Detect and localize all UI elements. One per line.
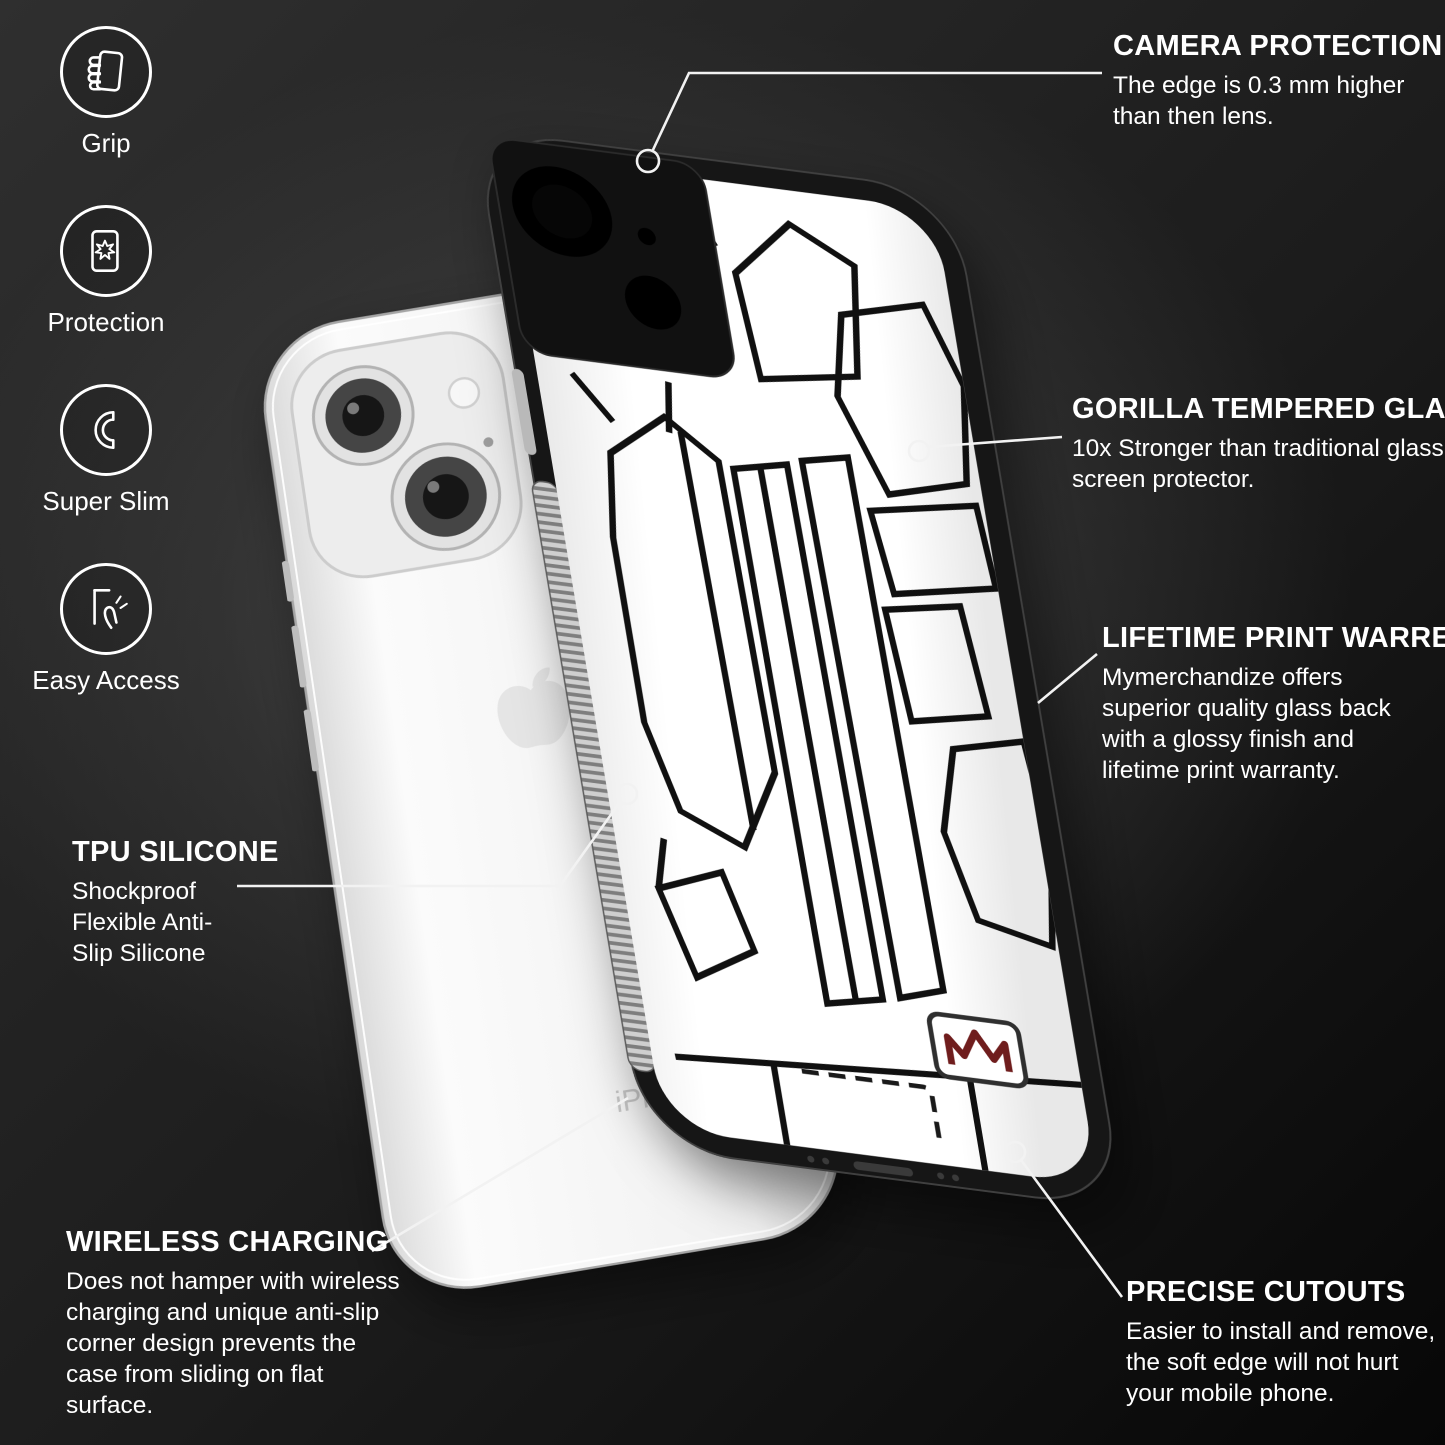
callout-precise-cutouts: PRECISE CUTOUTS Easier to install and re…: [1126, 1276, 1436, 1409]
apple-logo: [497, 667, 570, 749]
callout-body: Easier to install and remove, the soft e…: [1126, 1318, 1436, 1408]
callout-camera-protection: CAMERA PROTECTION The edge is 0.3 mm hig…: [1113, 30, 1443, 132]
mosaic-pattern: [499, 153, 1099, 1186]
callout-wireless-charging: WIRELESS CHARGING Does not hamper with w…: [66, 1226, 411, 1422]
feature-protection: Protection: [18, 205, 194, 338]
grip-icon: [60, 26, 152, 118]
m-logo: [943, 1029, 1013, 1073]
callout-gorilla-tempered-glass: GORILLA TEMPERED GLASS 10x Stronger than…: [1072, 393, 1445, 495]
feature-label-easy-access: Easy Access: [32, 665, 180, 695]
camera-hole-small: [624, 275, 682, 330]
camera-cutout-plate: [490, 138, 735, 378]
callout-body: Does not hamper with wireless charging a…: [66, 1268, 400, 1420]
feature-label-super-slim: Super Slim: [42, 486, 170, 516]
easy-access-icon: [60, 563, 152, 655]
protection-icon: [60, 205, 152, 297]
callout-tpu-silicone: TPU SILICONE Shockproof Flexible Anti-Sl…: [72, 836, 279, 969]
callout-title: PRECISE CUTOUTS: [1126, 1276, 1406, 1308]
mic-hole: [483, 437, 494, 448]
camera-protection-leader-line: [650, 71, 1102, 153]
lifetime-print-leader-line: [1037, 652, 1098, 705]
brand-logo-badge: [926, 1011, 1029, 1089]
callout-body: The edge is 0.3 mm higher than then lens…: [1113, 72, 1405, 131]
volume-button: [511, 368, 537, 455]
callout-body: 10x Stronger than traditional glass scre…: [1072, 435, 1444, 494]
callout-title: TPU SILICONE: [72, 836, 279, 868]
super-slim-icon: [60, 384, 152, 476]
callout-title: CAMERA PROTECTION: [1113, 30, 1443, 62]
feature-label-protection: Protection: [47, 307, 165, 337]
callout-body: Shockproof Flexible Anti-Slip Silicone: [72, 878, 213, 968]
camera-module: [290, 331, 523, 579]
dashed-cutout-outline: [801, 1068, 942, 1140]
side-buttons: [281, 561, 319, 772]
flash: [447, 377, 481, 409]
feature-super-slim: Super Slim: [18, 384, 194, 517]
mic-hole-cutout: [637, 227, 656, 246]
patterned-case-phone: [470, 125, 1128, 1213]
feature-grip: Grip: [18, 26, 194, 159]
feature-icon-column: Grip Protection Super Slim: [18, 26, 194, 742]
callout-body: Mymerchandize offers superior quality gl…: [1102, 664, 1391, 785]
callout-lifetime-print-warranty: LIFETIME PRINT WARRENTY Mymerchandize of…: [1102, 622, 1445, 786]
feature-easy-access: Easy Access: [18, 563, 194, 696]
callout-title: GORILLA TEMPERED GLASS: [1072, 393, 1445, 425]
callout-title: WIRELESS CHARGING: [66, 1226, 389, 1258]
patterned-case-art: [486, 138, 1112, 1200]
callout-title: LIFETIME PRINT WARRENTY: [1102, 622, 1445, 654]
feature-label-grip: Grip: [81, 128, 131, 158]
bottom-ports: [807, 1155, 960, 1182]
